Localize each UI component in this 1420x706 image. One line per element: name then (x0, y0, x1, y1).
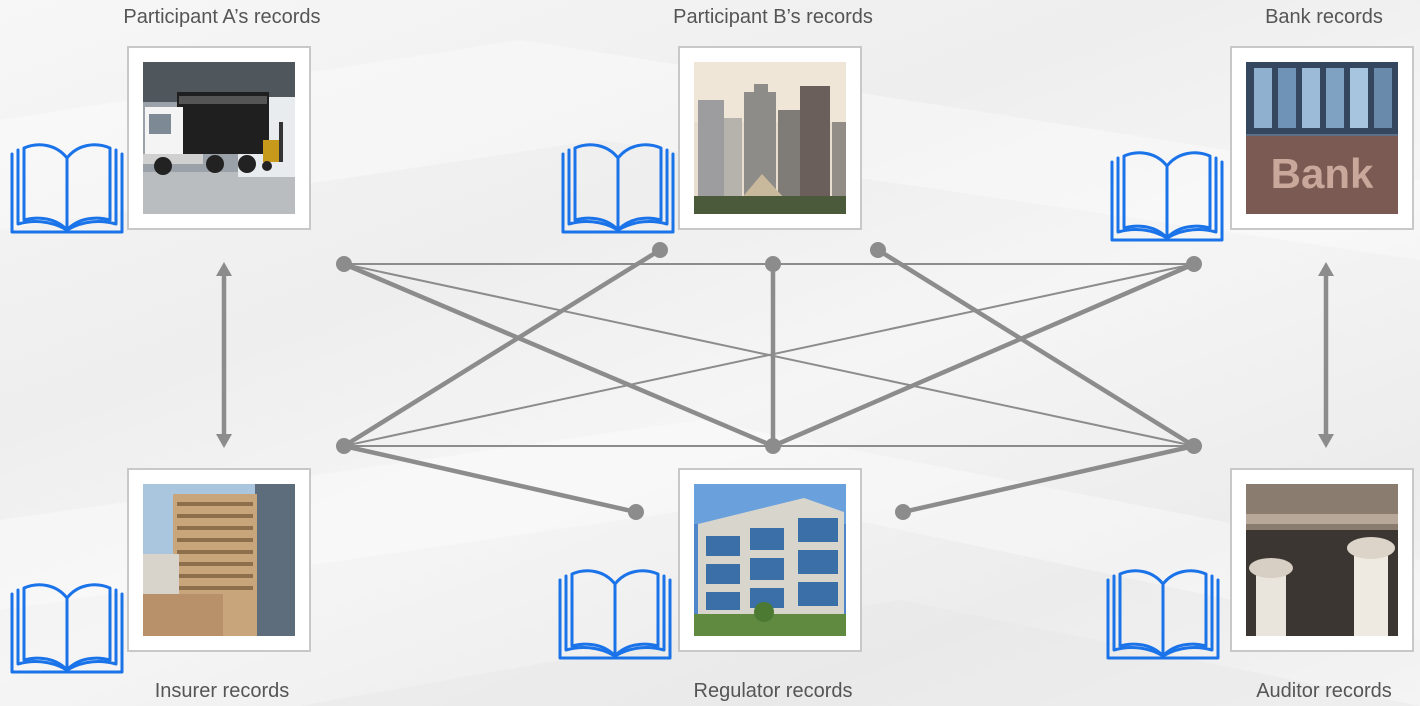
network-node-r1 (628, 504, 644, 520)
participant-b-photo-frame (678, 46, 862, 230)
connection-line-bl-tr (343, 263, 1195, 447)
network-node-tr (1186, 256, 1202, 272)
network-node-b2 (870, 242, 886, 258)
network-node-r2 (895, 504, 911, 520)
participant-b-ledger-book-icon (561, 143, 675, 234)
bank-label: Bank records (1265, 6, 1383, 28)
svg-text:Bank: Bank (1271, 150, 1374, 197)
connection-line-bl-r1 (341, 443, 639, 515)
truck-warehouse-image (143, 62, 295, 214)
network-node-tm (765, 256, 781, 272)
bank-photo-frame: Bank (1230, 46, 1414, 230)
connection-line-tl-bm (341, 261, 776, 449)
connection-line-br-r2 (900, 443, 1197, 515)
columns-image (1246, 484, 1398, 636)
glass-office-image (694, 484, 846, 636)
auditor-photo-frame (1230, 468, 1414, 652)
bank-ledger-book-icon (1110, 151, 1224, 242)
network-node-tl (336, 256, 352, 272)
insurer-label: Insurer records (154, 680, 290, 702)
network-node-b1 (652, 242, 668, 258)
connection-line-b2-br (875, 247, 1197, 449)
auditor-ledger-book-icon (1106, 569, 1220, 660)
insurer-photo-frame (127, 468, 311, 652)
participant-b-label: Participant B’s records (673, 6, 873, 28)
city-skyline-image (694, 62, 846, 214)
network-node-bm (765, 438, 781, 454)
regulator-label: Regulator records (693, 680, 853, 702)
regulator-ledger-book-icon (558, 569, 672, 660)
participant-a-photo-frame (127, 46, 311, 230)
office-tower-image (143, 484, 295, 636)
participant-a-insurer-arrow (216, 262, 232, 448)
auditor-label: Auditor records (1256, 680, 1392, 702)
connection-line-b1-bl (341, 247, 663, 449)
network-node-bl (336, 438, 352, 454)
bank-auditor-arrow (1318, 262, 1334, 448)
participant-a-ledger-book-icon (10, 143, 124, 234)
connection-line-bm-tr (770, 261, 1197, 449)
regulator-photo-frame (678, 468, 862, 652)
bank-facade-image: Bank (1246, 62, 1398, 214)
participant-a-label: Participant A’s records (123, 6, 321, 28)
network-node-br (1186, 438, 1202, 454)
insurer-ledger-book-icon (10, 583, 124, 674)
